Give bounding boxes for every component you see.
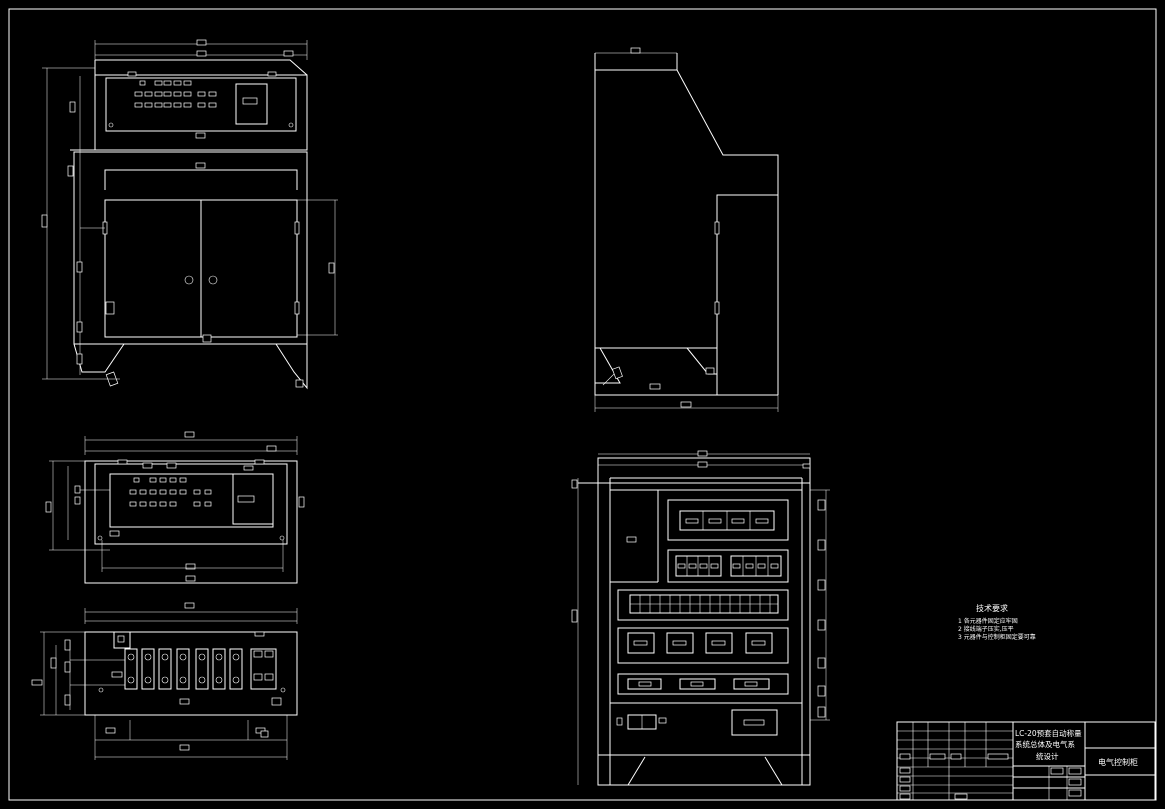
title-block-grid (897, 722, 1082, 800)
top-view (45, 431, 305, 584)
notes-item-2: 2 接线端子压实,压平 (958, 625, 1014, 633)
notes-item-1: 1 各元器件固定应牢固 (958, 617, 1018, 625)
top-view-indicators (129, 477, 212, 507)
project-title-line-1: LC-20预套自动称量 (1015, 728, 1082, 738)
project-title-line-2: 系统总体及电气系 (1015, 739, 1075, 749)
terminal-blocks (124, 648, 277, 690)
front-view (41, 39, 338, 390)
title-block: LC-20预套自动称量 系统总体及电气系 统设计 电气控制柜 (896, 721, 1156, 801)
drawing-name: 电气控制柜 (1098, 757, 1138, 767)
section-view (31, 602, 298, 760)
project-title-line-3: 统设计 (1036, 751, 1059, 761)
notes-title: 技术要求 (976, 603, 1008, 613)
technical-notes: 技术要求 1 各元器件固定应牢固 2 接线端子压实,压平 3 元器件与控制柜固定… (958, 603, 1036, 641)
front-panel-indicators (134, 80, 217, 108)
notes-item-3: 3 元器件与控制柜固定要可靠 (958, 633, 1036, 641)
panel-interior-view (571, 450, 830, 786)
side-view (594, 47, 779, 412)
terminal-strip (630, 595, 778, 613)
sheet-border (8, 8, 1157, 801)
